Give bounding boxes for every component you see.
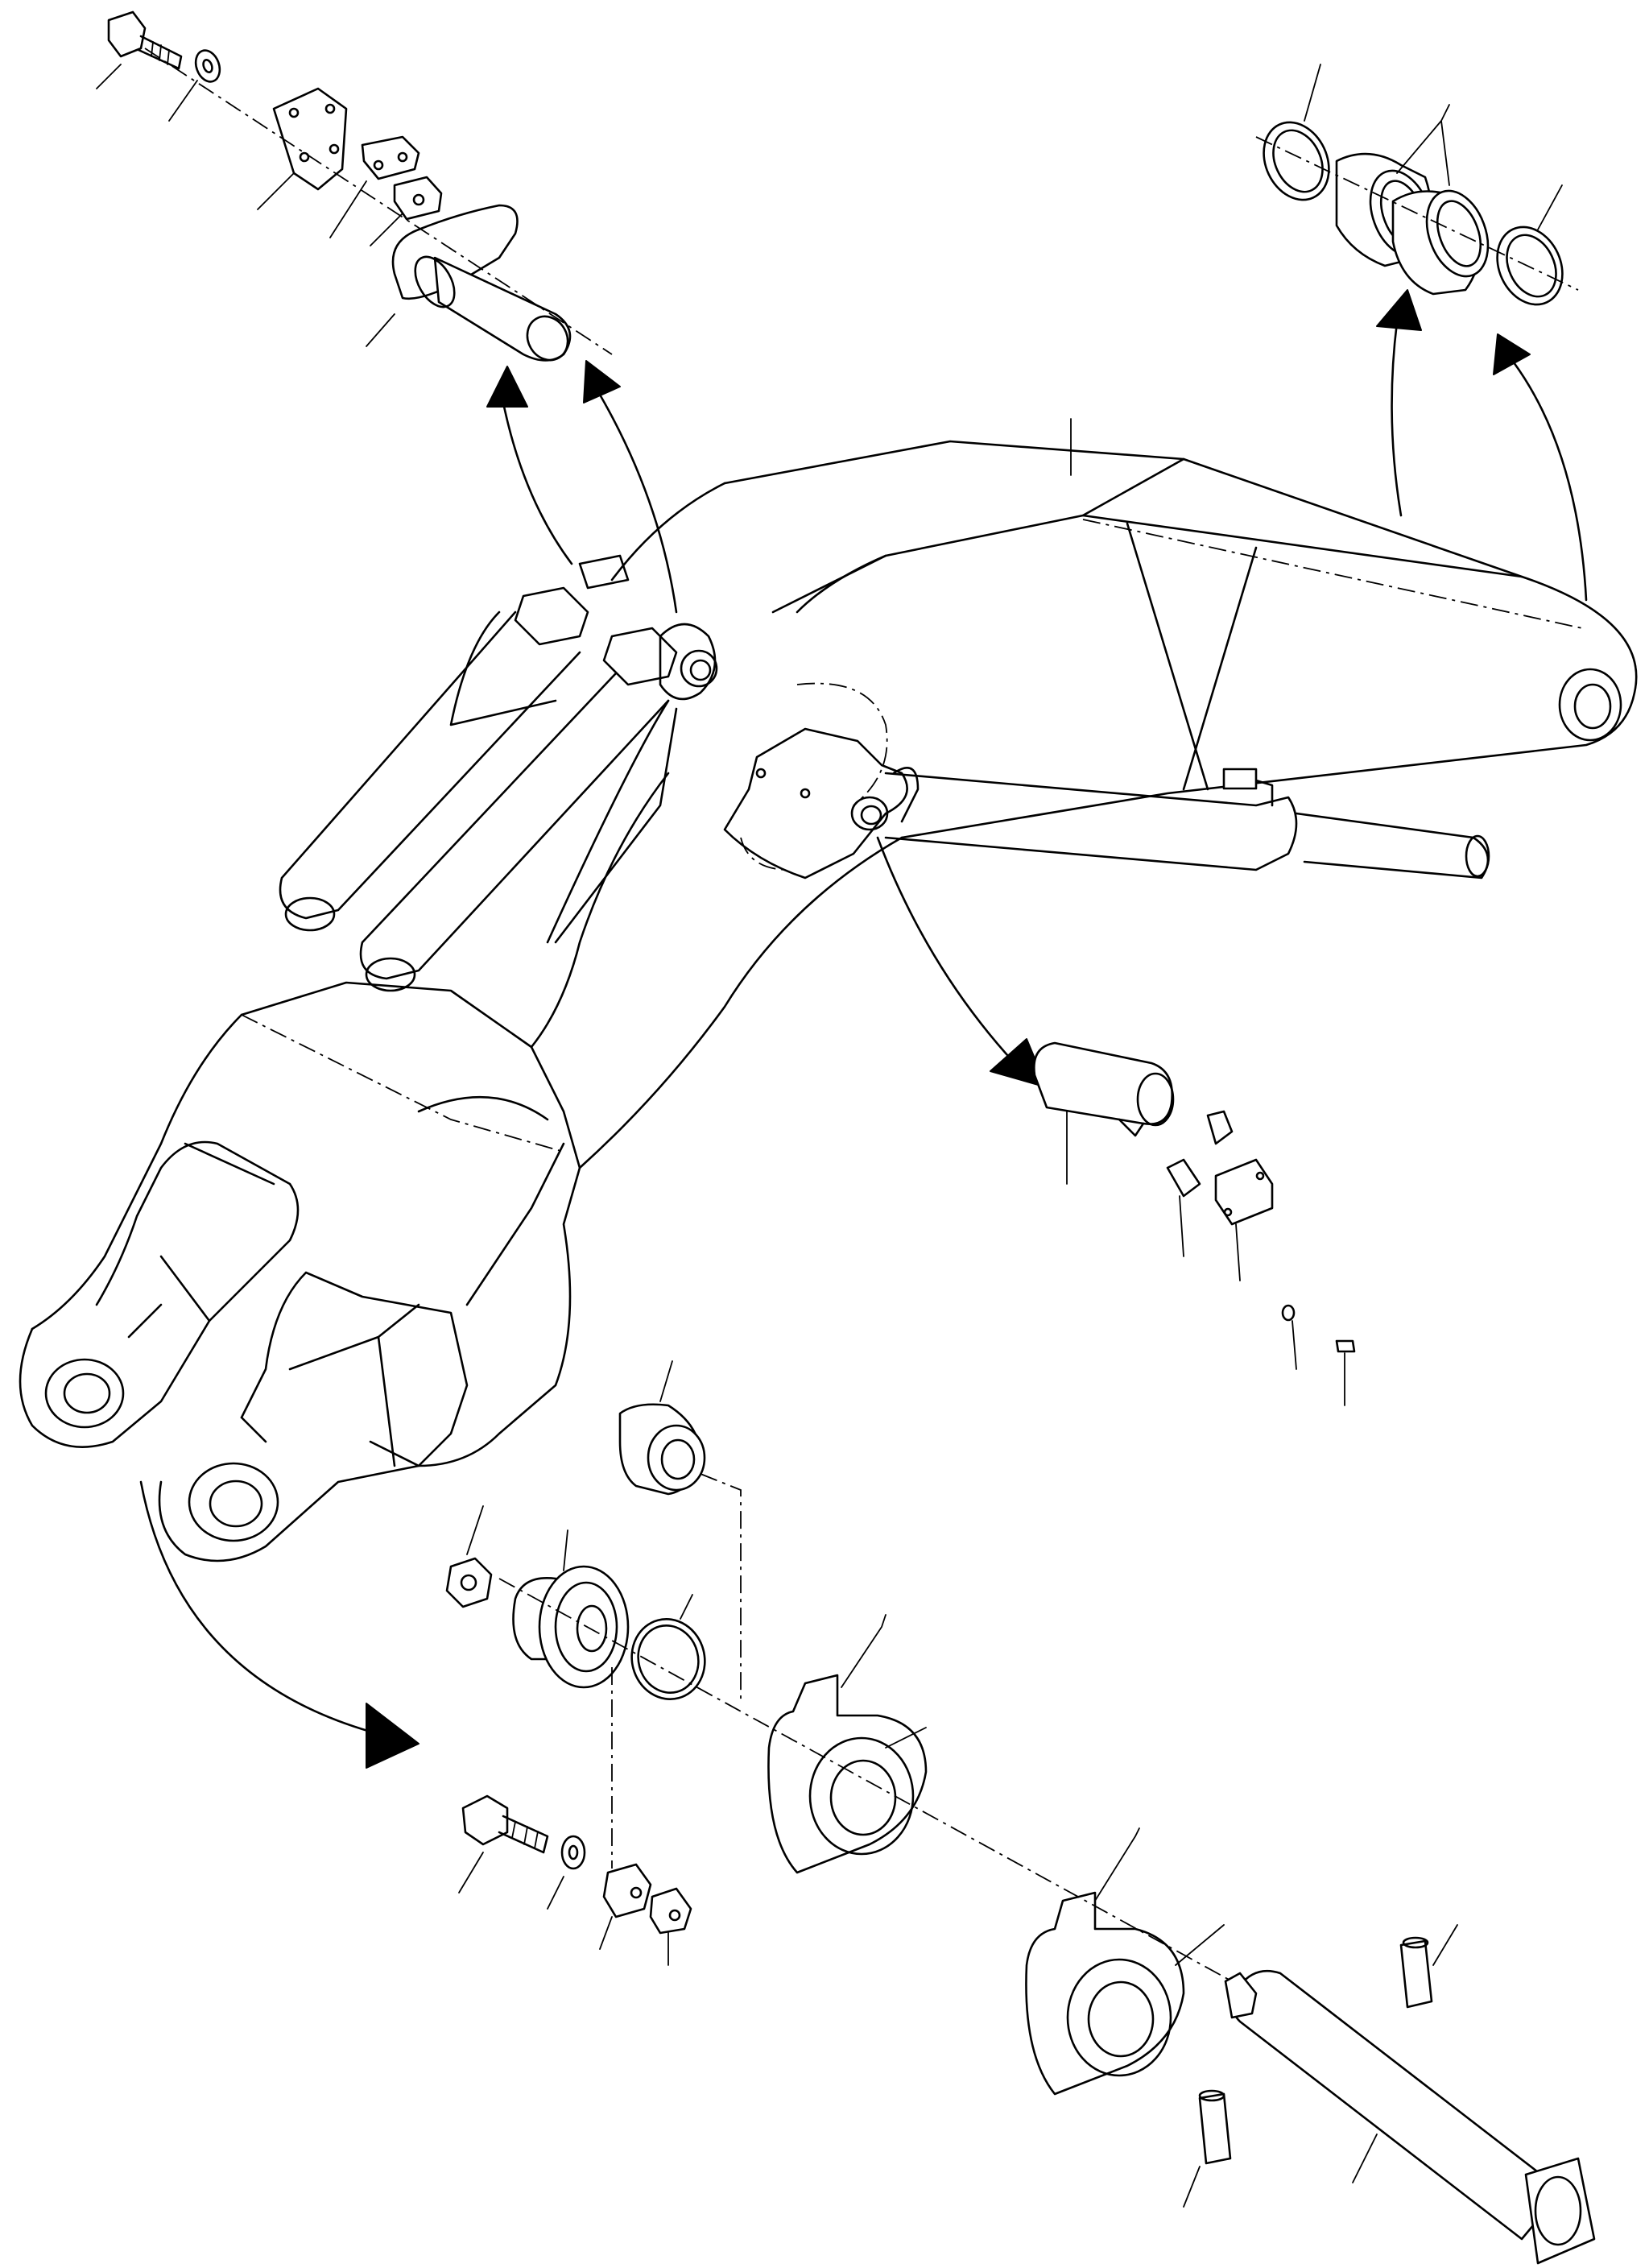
arm-cylinder: [884, 767, 1490, 879]
bucket-link-pin-parts: [445, 1360, 1596, 2265]
direction-arrows: [139, 289, 1588, 1769]
boom-cylinders: [279, 554, 718, 992]
arm-cylinder-pin-parts: [1032, 1041, 1356, 1406]
boom-foot-pin-parts: [96, 10, 613, 362]
boom-assembly: [19, 440, 1638, 1562]
boom-head-bushing-parts: [1070, 64, 1579, 476]
